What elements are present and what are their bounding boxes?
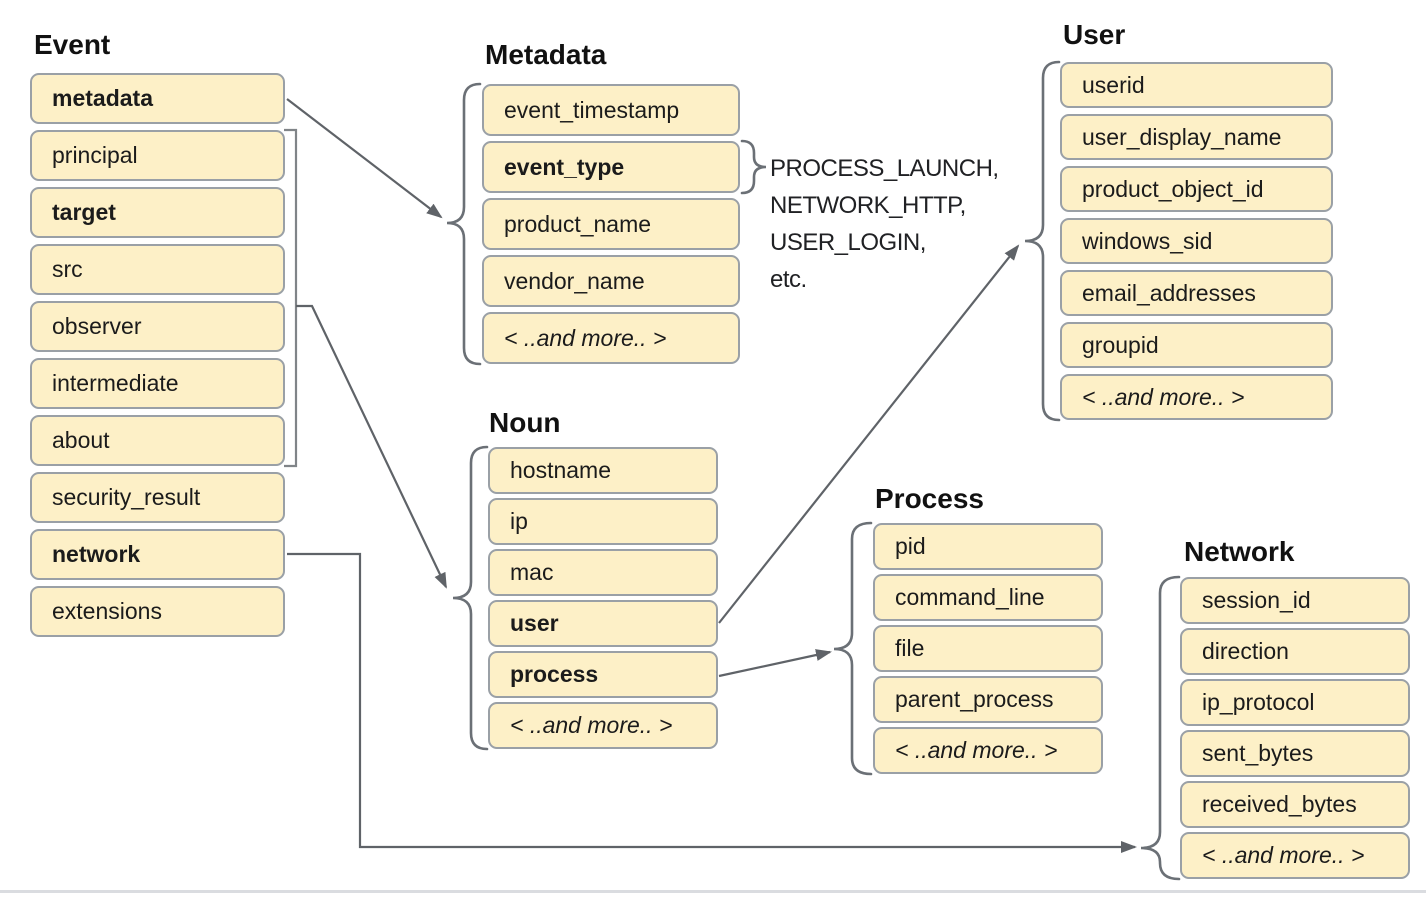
event-group: metadata principal target src observer i… <box>30 73 285 643</box>
metadata-group-brace <box>446 82 482 366</box>
arrow-noun-process-to-process-group <box>718 649 832 678</box>
annotation-line: PROCESS_LAUNCH, <box>770 155 999 182</box>
noun-group-brace <box>452 445 489 751</box>
event-noun-fields-bracket <box>284 128 298 468</box>
field-sent-bytes: sent_bytes <box>1180 730 1410 777</box>
field-and-more: < ..and more.. > <box>488 702 718 749</box>
field-product-object-id: product_object_id <box>1060 166 1333 212</box>
process-group-brace <box>833 521 873 776</box>
field-hostname: hostname <box>488 447 718 494</box>
field-product-name: product_name <box>482 198 740 250</box>
field-ip-protocol: ip_protocol <box>1180 679 1410 726</box>
field-received-bytes: received_bytes <box>1180 781 1410 828</box>
process-group-title: Process <box>875 483 984 514</box>
field-and-more: < ..and more.. > <box>1180 832 1410 879</box>
field-mac: mac <box>488 549 718 596</box>
field-user-display-name: user_display_name <box>1060 114 1333 160</box>
field-process: process <box>488 651 718 698</box>
noun-group-title: Noun <box>489 407 561 438</box>
field-command-line: command_line <box>873 574 1103 621</box>
field-session-id: session_id <box>1180 577 1410 624</box>
process-group: pid command_line file parent_process < .… <box>873 523 1103 778</box>
annotation-line: USER_LOGIN, <box>770 229 926 256</box>
field-email-addresses: email_addresses <box>1060 270 1333 316</box>
field-src: src <box>30 244 285 295</box>
network-group-title: Network <box>1184 536 1295 567</box>
event-type-values-brace <box>740 139 767 195</box>
field-event-timestamp: event_timestamp <box>482 84 740 136</box>
field-target: target <box>30 187 285 238</box>
field-and-more: < ..and more.. > <box>1060 374 1333 420</box>
field-network: network <box>30 529 285 580</box>
field-user: user <box>488 600 718 647</box>
field-event-type: event_type <box>482 141 740 193</box>
arrow-event-fields-to-noun-group <box>296 304 447 589</box>
arrow-metadata-field-to-metadata-group <box>286 98 443 219</box>
arrow-noun-user-to-user-group <box>718 244 1020 624</box>
field-userid: userid <box>1060 62 1333 108</box>
page-bottom-divider <box>0 890 1426 893</box>
field-extensions: extensions <box>30 586 285 637</box>
noun-group: hostname ip mac user process < ..and mor… <box>488 447 718 753</box>
network-group: session_id direction ip_protocol sent_by… <box>1180 577 1410 883</box>
field-and-more: < ..and more.. > <box>482 312 740 364</box>
field-groupid: groupid <box>1060 322 1333 368</box>
field-metadata: metadata <box>30 73 285 124</box>
user-group-title: User <box>1063 19 1126 50</box>
field-file: file <box>873 625 1103 672</box>
annotation-line: NETWORK_HTTP, <box>770 192 966 219</box>
field-vendor-name: vendor_name <box>482 255 740 307</box>
field-parent-process: parent_process <box>873 676 1103 723</box>
field-ip: ip <box>488 498 718 545</box>
metadata-group: event_timestamp event_type product_name … <box>482 84 740 369</box>
field-about: about <box>30 415 285 466</box>
field-pid: pid <box>873 523 1103 570</box>
network-group-brace <box>1140 575 1181 881</box>
field-direction: direction <box>1180 628 1410 675</box>
arrow-network-field-to-network-group <box>287 552 1137 853</box>
field-security-result: security_result <box>30 472 285 523</box>
metadata-group-title: Metadata <box>485 39 607 70</box>
annotation-line: etc. <box>770 266 807 293</box>
field-observer: observer <box>30 301 285 352</box>
field-windows-sid: windows_sid <box>1060 218 1333 264</box>
event-group-title: Event <box>34 29 111 60</box>
field-and-more: < ..and more.. > <box>873 727 1103 774</box>
user-group-brace <box>1024 60 1061 422</box>
field-intermediate: intermediate <box>30 358 285 409</box>
event-type-values-annotation: PROCESS_LAUNCH, NETWORK_HTTP, USER_LOGIN… <box>770 150 999 298</box>
field-principal: principal <box>30 130 285 181</box>
user-group: userid user_display_name product_object_… <box>1060 62 1333 426</box>
